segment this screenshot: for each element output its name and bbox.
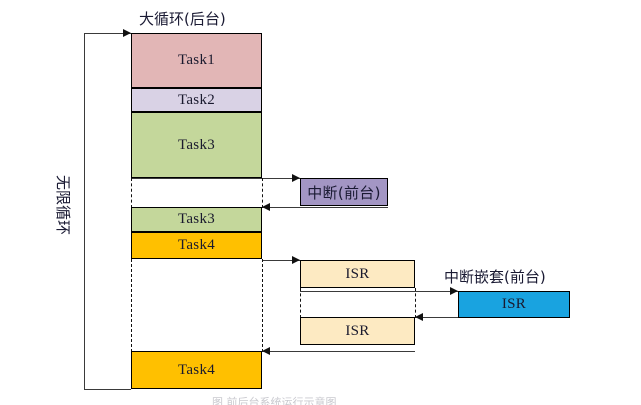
isr-return-arrow [262,351,415,352]
entry-arrow [84,33,131,34]
dashed-guide-left-lower [131,259,132,352]
interrupt-enter-arrow-head [292,174,300,182]
figure-caption: 图 前后台系统运行示意图 [212,396,337,405]
dashed-guide-isr-right [415,288,416,318]
infinite-loop-bracket-vertical [84,33,85,390]
dashed-guide-right-lower [262,259,263,352]
dashed-guide-right-upper [262,178,263,208]
interrupt-enter-arrow [131,178,300,179]
interrupt-return-arrow [262,207,388,208]
block-interrupt: 中断(前台) [300,178,388,206]
dashed-guide-left-upper [131,178,132,208]
isr-return-arrow-head [262,347,270,355]
block-task4-a: Task4 [131,232,262,259]
infinite-loop-bracket-bottom [84,389,131,390]
block-task3-b: Task3 [131,207,262,232]
isr-enter-arrow [262,260,300,261]
infinite-loop-label: 无限循环 [54,175,72,236]
main-loop-title: 大循环(后台) [139,10,226,28]
block-task4-b: Task4 [131,351,262,389]
nested-isr-return-arrow-head [415,313,423,321]
nested-isr-enter-arrow [300,291,458,292]
block-task2: Task2 [131,88,262,112]
nested-interrupt-title: 中断嵌套(前台) [444,268,546,286]
interrupt-return-arrow-head [262,203,270,211]
block-task3-a: Task3 [131,112,262,178]
dashed-guide-isr-left [300,288,301,318]
block-isr-nested: ISR [458,291,570,318]
block-isr-top: ISR [300,260,415,288]
block-task1: Task1 [131,33,262,88]
isr-enter-arrow-head [292,256,300,264]
block-isr-bottom: ISR [300,317,415,345]
entry-arrow-head [123,29,131,37]
nested-isr-enter-arrow-head [450,287,458,295]
